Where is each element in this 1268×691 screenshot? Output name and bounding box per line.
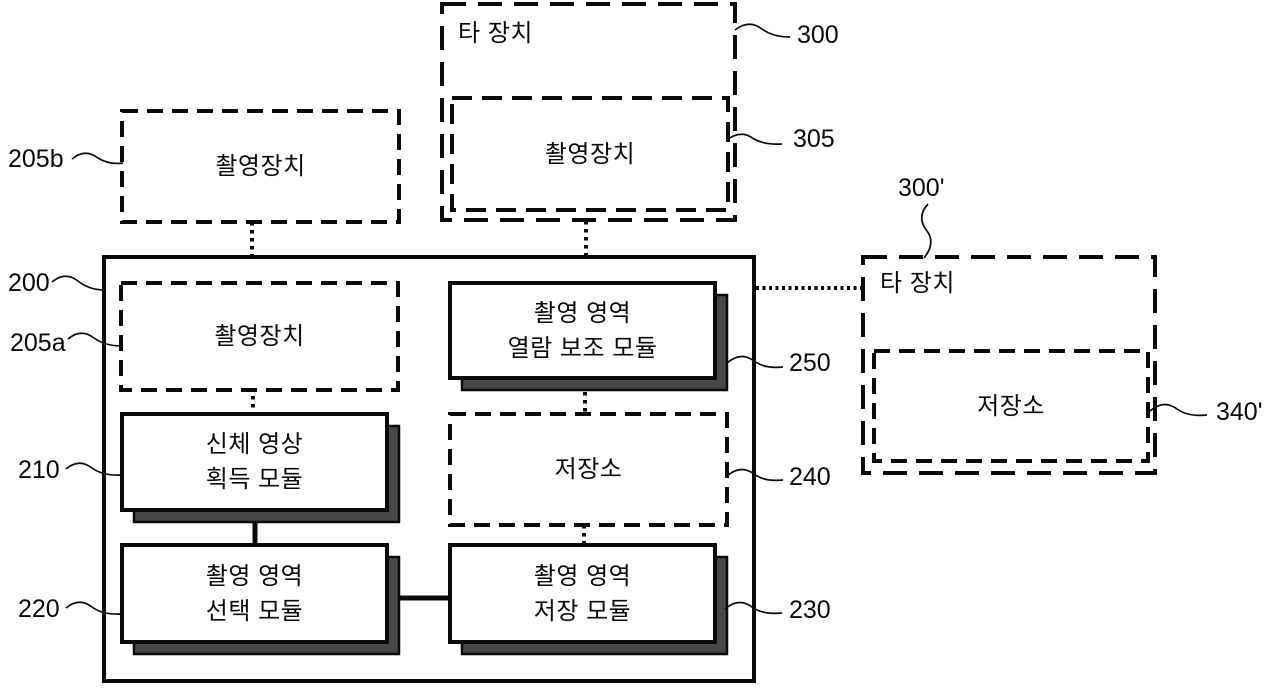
body-image-line1: 신체 영상 — [205, 431, 304, 458]
box-title-camera-inner-top: 촬영장치 — [544, 140, 636, 168]
leader-ref-205a — [67, 332, 123, 347]
leader-ref-340-prime — [1149, 403, 1208, 417]
leader-ref-240 — [726, 468, 784, 482]
area-save-line1: 촬영 영역 — [533, 562, 632, 590]
box-title-storage-main: 저장소 — [554, 456, 623, 483]
area-select-line1: 촬영 영역 — [205, 562, 304, 590]
leader-ref-305 — [726, 133, 783, 145]
leader-ref-220 — [65, 601, 123, 615]
box-outline-main-device — [102, 255, 756, 683]
leader-ref-300-prime — [920, 203, 932, 259]
box-title-camera-left: 촬영장치 — [215, 153, 306, 180]
ref-label-240: 240 — [789, 463, 831, 491]
leader-ref-250 — [726, 355, 784, 369]
leader-ref-200 — [51, 275, 106, 291]
box-title-other-device-top: 타 장치 — [458, 20, 533, 47]
box-body-image-module — [120, 412, 389, 512]
view-assist-line1: 촬영 영역 — [533, 299, 632, 327]
ref-label-230: 230 — [789, 596, 831, 624]
leader-ref-230 — [724, 601, 783, 615]
ref-label-300-prime: 300' — [898, 174, 945, 202]
ref-label-305: 305 — [793, 125, 835, 153]
box-title-area-select-module: 촬영 영역 선택 모듈 — [122, 545, 387, 642]
ref-label-300: 300 — [797, 21, 839, 49]
view-assist-line2: 열람 보조 모듈 — [507, 334, 658, 362]
area-save-line2: 저장 모듈 — [533, 597, 632, 625]
box-outline-camera-inner-top — [450, 96, 730, 212]
box-outline-camera-main — [119, 281, 400, 392]
box-area-save-module — [448, 543, 717, 644]
leader-ref-300 — [734, 23, 791, 38]
ref-label-205b: 205b — [8, 145, 64, 173]
box-outline-storage-main — [448, 412, 729, 527]
ref-label-340-prime: 340' — [1216, 398, 1263, 426]
box-view-assist-module — [448, 281, 717, 380]
ref-label-210: 210 — [18, 456, 60, 484]
box-outline-other-device-top — [440, 2, 737, 222]
box-title-camera-main: 촬영장치 — [214, 323, 305, 350]
box-title-storage-right: 저장소 — [977, 392, 1045, 420]
box-outline-camera-left — [120, 109, 401, 224]
box-outline-other-device-right — [861, 255, 1157, 475]
box-title-other-device-right: 타 장치 — [880, 270, 955, 297]
ref-label-220: 220 — [18, 595, 60, 623]
box-outline-storage-right — [872, 349, 1150, 463]
box-area-select-module — [120, 543, 389, 644]
leader-ref-210 — [65, 462, 123, 476]
body-image-line2: 획득 모듈 — [205, 466, 304, 493]
ref-label-250: 250 — [789, 349, 831, 377]
box-title-view-assist-module: 촬영 영역 열람 보조 모듈 — [450, 283, 715, 378]
area-select-line2: 선택 모듈 — [205, 597, 304, 625]
ref-label-205a: 205a — [10, 329, 66, 357]
leader-ref-205b — [71, 152, 124, 165]
ref-label-200: 200 — [8, 269, 50, 297]
box-title-area-save-module: 촬영 영역 저장 모듈 — [450, 545, 715, 642]
box-title-body-image-module: 신체 영상 획득 모듈 — [122, 414, 387, 510]
